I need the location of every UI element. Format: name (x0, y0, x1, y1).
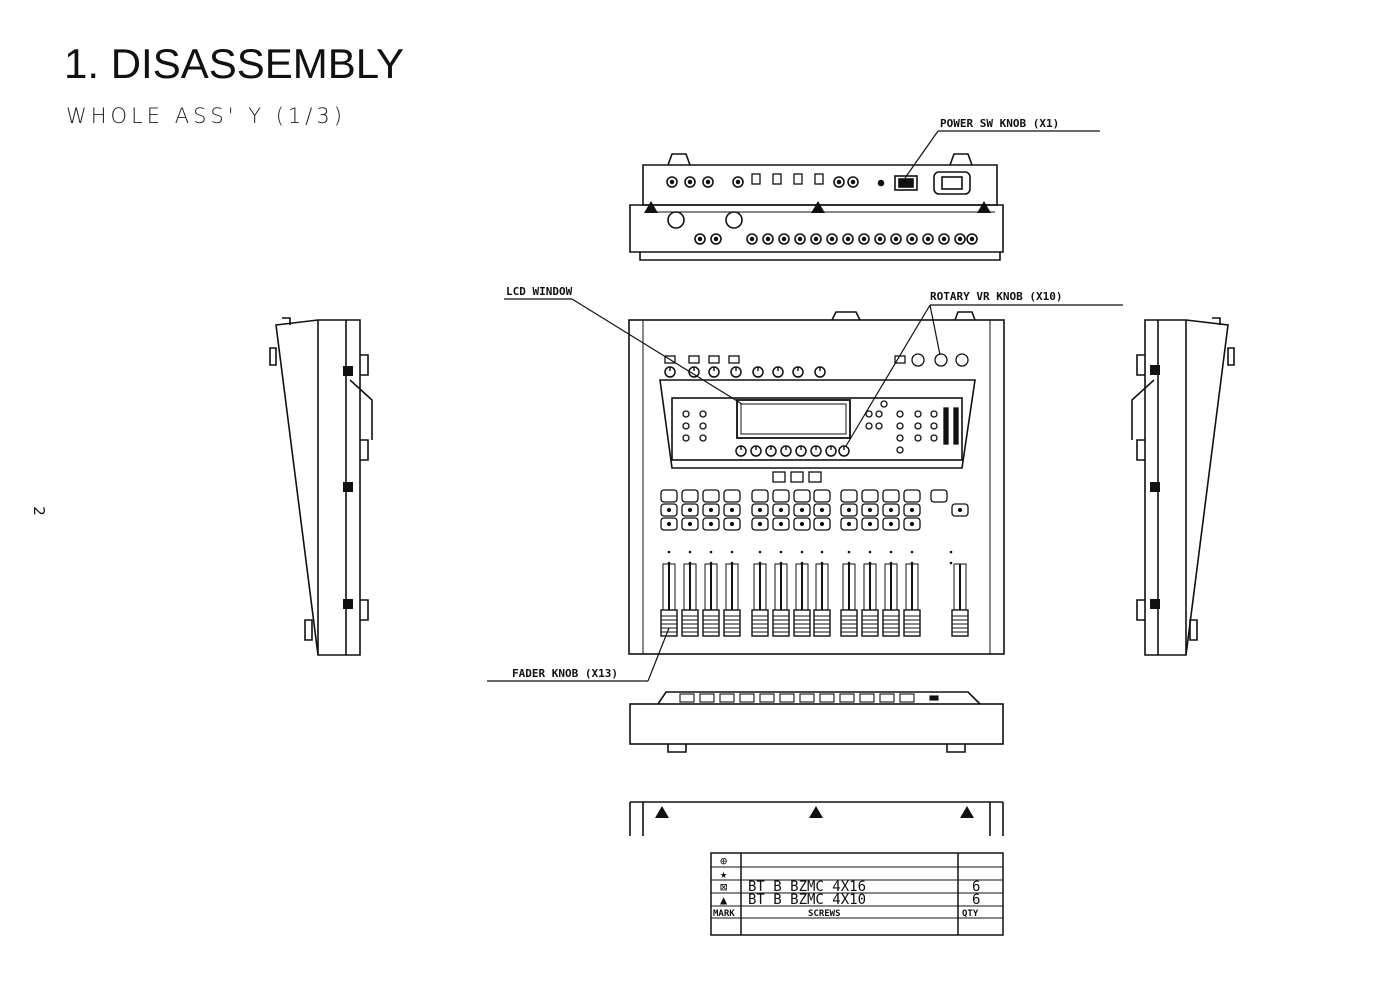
callout-rotary-vr: ROTARY VR KNOB (X10) (930, 290, 1062, 303)
table-row-screw: BT B BZMC 4X10 (748, 892, 866, 908)
table-row-screw: BT B BZMC 4X16 (748, 879, 866, 895)
right-side-view (1131, 317, 1235, 656)
table-header-mark: MARK (713, 909, 735, 919)
table-row-qty: 6 (972, 892, 980, 908)
table-row-mark: ★ (720, 867, 727, 881)
top-panel-controls (664, 353, 969, 483)
callout-fader-knob: FADER KNOB (X13) (512, 667, 618, 680)
table-row-mark: ⊠ (720, 880, 727, 894)
callout-power-sw: POWER SW KNOB (X1) (940, 117, 1059, 130)
faders (660, 550, 969, 637)
left-side-view (269, 317, 373, 656)
table-header-qty: QTY (962, 909, 979, 919)
table-row-mark: ▲ (720, 893, 728, 907)
page-title: 1. DISASSEMBLY (64, 40, 405, 87)
table-row-qty: 6 (972, 879, 980, 895)
top-view (628, 311, 1005, 655)
bottom-view (629, 801, 1004, 836)
screw-table: ⊕ ★ ⊠ ▲ BT B BZMC 4X16 BT B BZMC 4X10 6 … (710, 852, 1004, 936)
channel-buttons (660, 489, 969, 531)
front-view (629, 691, 1004, 753)
callout-lcd-window: LCD WINDOW (506, 285, 573, 298)
rear-view (629, 153, 1004, 261)
table-row-mark: ⊕ (720, 854, 727, 868)
page-subtitle: WHOLE ASS' Y (1/3) (66, 104, 346, 128)
table-header-screws: SCREWS (808, 909, 841, 919)
